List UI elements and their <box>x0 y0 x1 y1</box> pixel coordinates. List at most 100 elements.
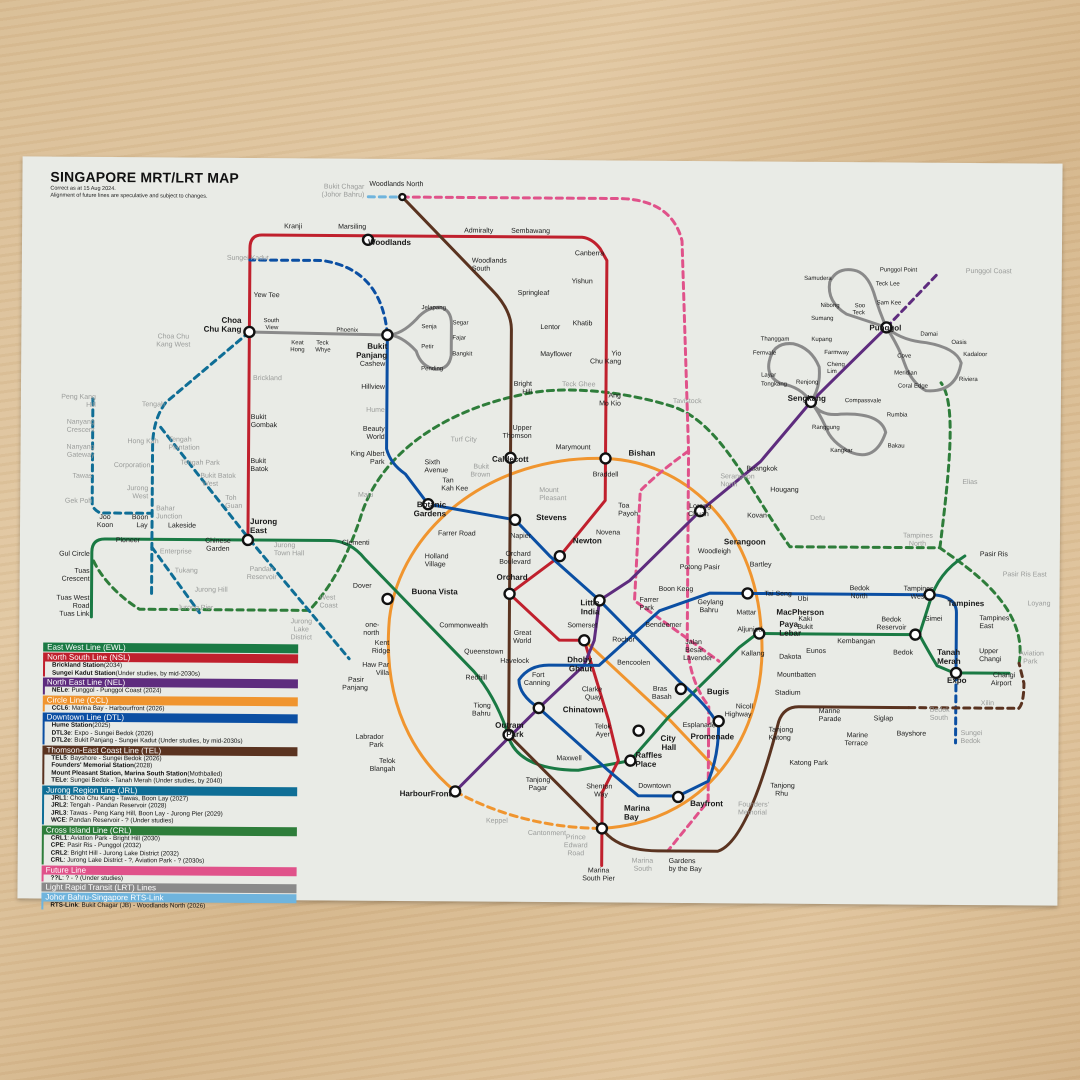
station-label: Fort <box>532 672 545 679</box>
station-label: Lorong <box>689 503 711 510</box>
station-label: Keat <box>291 340 304 346</box>
station-label: Edward <box>564 842 588 849</box>
station-label: Guan <box>225 503 242 510</box>
station-label: Enterprise <box>160 548 192 555</box>
station-label: Villa <box>376 670 389 677</box>
station-label: Siglap <box>874 715 894 722</box>
station-label: Memorial <box>738 809 767 816</box>
station-label: Chu Kang <box>204 325 242 334</box>
station-label: Pasir <box>348 677 365 684</box>
station-label: Sungei Kadut <box>227 255 269 262</box>
station-label: Farrer Road <box>438 530 476 537</box>
station-label: Lentor <box>540 324 561 331</box>
station-label: Cove <box>897 353 912 359</box>
station-label: Upper <box>513 425 533 432</box>
station-label: Elias <box>962 479 978 486</box>
station-label: Tanjong <box>526 777 551 784</box>
station-label: North <box>851 593 868 600</box>
station-label: Changi <box>979 656 1002 663</box>
station-label: Bukit <box>251 414 267 421</box>
legend-line-header: Light Rapid Transit (LRT) Lines <box>41 882 297 894</box>
station-label: Basah <box>652 694 672 701</box>
station-label: Mattar <box>736 609 757 616</box>
station-label: Buangkok <box>746 465 778 472</box>
station-label: Bishan <box>629 449 656 458</box>
station-label: Tan <box>442 477 453 484</box>
station-label: Tanjong <box>769 727 794 734</box>
station-label: Tongkang <box>761 382 787 388</box>
station-label: Marine <box>819 708 841 715</box>
station-label: Novena <box>596 529 620 536</box>
station-label: Woodlands North <box>369 181 423 188</box>
station-label: Road <box>73 603 90 610</box>
station-label: Punggol Point <box>880 267 918 273</box>
station-label: Jurong <box>127 485 149 492</box>
station-label: Nicoll <box>736 703 754 710</box>
station-label: Gardens <box>414 509 447 518</box>
station-label: Hill <box>86 402 96 409</box>
station-label: Peng Kang <box>61 394 96 401</box>
station-label: Hall <box>661 743 676 752</box>
station-label: Xilin <box>981 700 994 707</box>
station-label: North <box>909 541 926 548</box>
station-label: Keppel <box>486 818 508 825</box>
station-label: Kembangan <box>837 638 875 645</box>
station-label: Lavender <box>683 655 713 662</box>
station-label: Eunos <box>806 648 826 655</box>
cross-island-line <box>90 381 1022 665</box>
station-label: South <box>472 266 490 273</box>
station-label: Dakota <box>779 654 801 661</box>
station-label: Rochor <box>612 637 635 644</box>
station-label: Village <box>425 561 446 568</box>
station-label: Hougang <box>770 487 799 494</box>
station-label: Bukit <box>473 464 489 471</box>
station-label: View <box>265 325 279 331</box>
station-label: Jurong Pier <box>177 604 214 611</box>
station-label: Marina <box>588 867 610 874</box>
station-label: Tampines <box>979 615 1010 622</box>
station-label: Meridian <box>894 370 917 376</box>
station-label: Boulevard <box>499 559 531 566</box>
station-label: Layar <box>761 373 776 379</box>
station-label: Joo <box>99 514 110 521</box>
station-label: Kovan <box>747 512 767 519</box>
station-label: Panjang <box>342 685 368 692</box>
station-label: Tuas <box>74 568 90 575</box>
station-label: Junction <box>156 513 182 520</box>
station-label: Yew Tee <box>254 292 280 299</box>
station-label: Hillview <box>361 384 386 391</box>
station-label: Bright <box>514 381 532 388</box>
station-label: Gardens <box>669 858 696 865</box>
station-label: Kallang <box>741 650 765 657</box>
station-label: Teck Ghee <box>562 381 596 388</box>
station-label: Tampines <box>947 599 984 608</box>
station-label: Avenue <box>424 467 448 474</box>
station-label: Park <box>1023 658 1038 665</box>
station-label: Teck <box>853 310 866 316</box>
station-label: Tukang <box>175 567 198 574</box>
station-label: Bencoolen <box>617 660 650 667</box>
station-label: Tengah <box>142 401 165 408</box>
station-label: Town Hall <box>274 550 305 557</box>
station-label: Geylang <box>697 599 723 606</box>
station-label: Ranggung <box>812 425 840 431</box>
map-poster: SINGAPORE MRT/LRT MAP Correct as at 15 A… <box>17 156 1063 911</box>
thomson-east-coast-line <box>400 195 1026 853</box>
station-label: Samudera <box>804 276 832 282</box>
station-label: Paya <box>779 620 798 629</box>
station-label: World <box>513 638 531 645</box>
station-label: World <box>366 434 384 441</box>
station-label: Maju <box>358 492 373 499</box>
station-label: Reservoir <box>247 574 278 581</box>
station-label: Airport <box>991 680 1012 687</box>
station-label: Lebar <box>779 629 801 638</box>
lrt-lines <box>247 268 963 457</box>
station-label: Ridge <box>372 648 390 655</box>
station-label: Haw Par <box>362 662 390 669</box>
station-label: Katong <box>769 735 791 742</box>
station-label: Hong Kah <box>127 438 158 445</box>
station-label: Kupang <box>811 337 832 343</box>
station-label: Buona Vista <box>412 587 459 596</box>
station-label: Braddell <box>593 471 619 478</box>
station-label: Punggol Coast <box>966 268 1012 275</box>
